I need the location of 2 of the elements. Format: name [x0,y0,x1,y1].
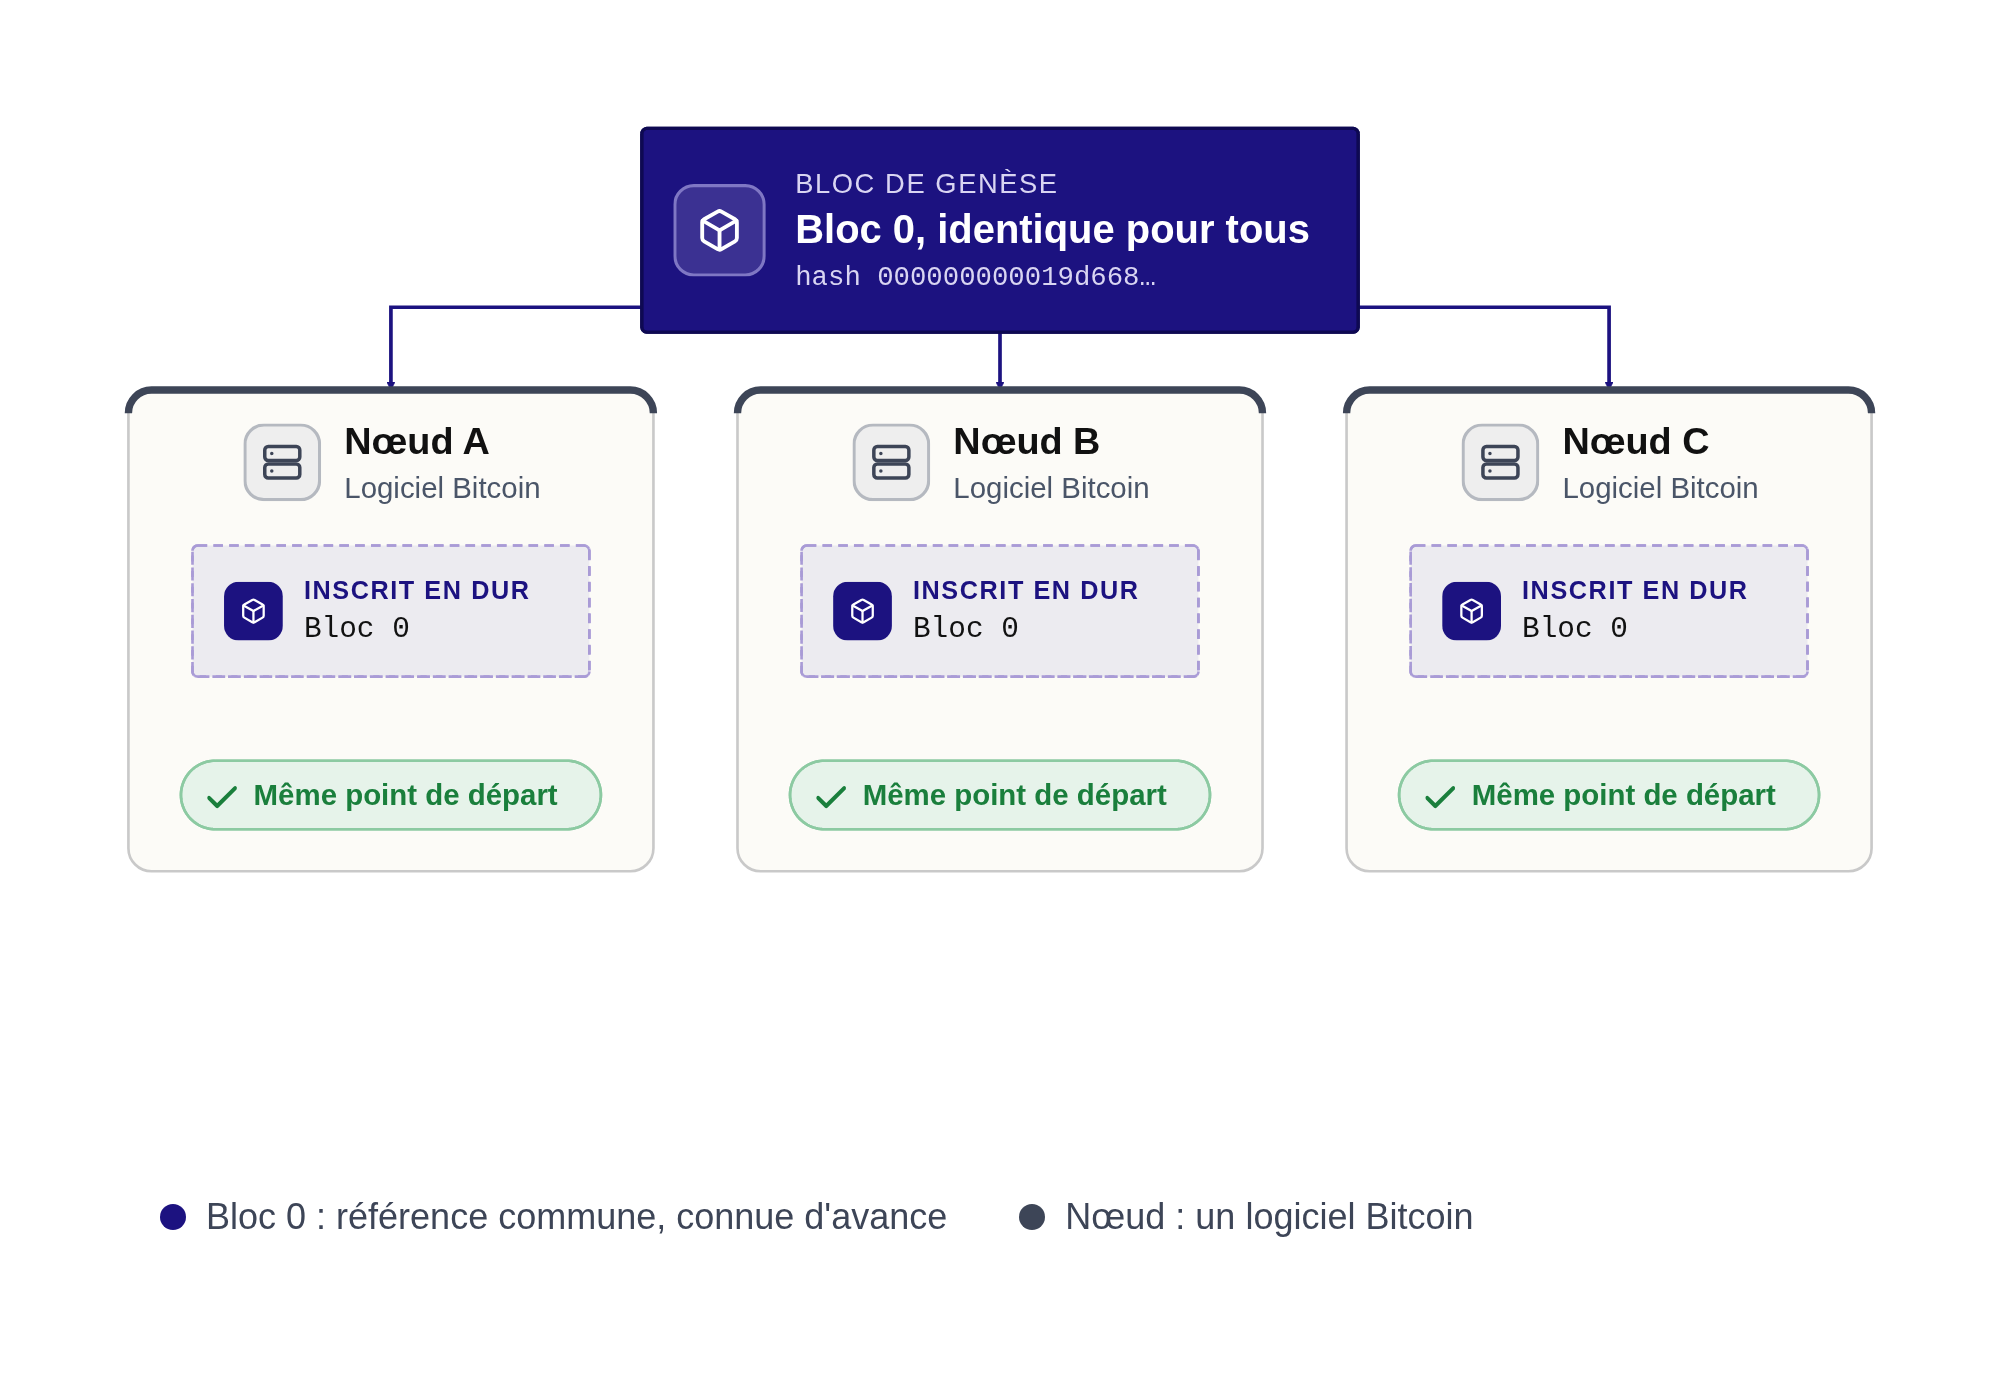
legend-text: Nœud : un logiciel Bitcoin [1065,1196,1474,1238]
legend-text: Bloc 0 : référence commune, connue d'avance [206,1196,948,1238]
